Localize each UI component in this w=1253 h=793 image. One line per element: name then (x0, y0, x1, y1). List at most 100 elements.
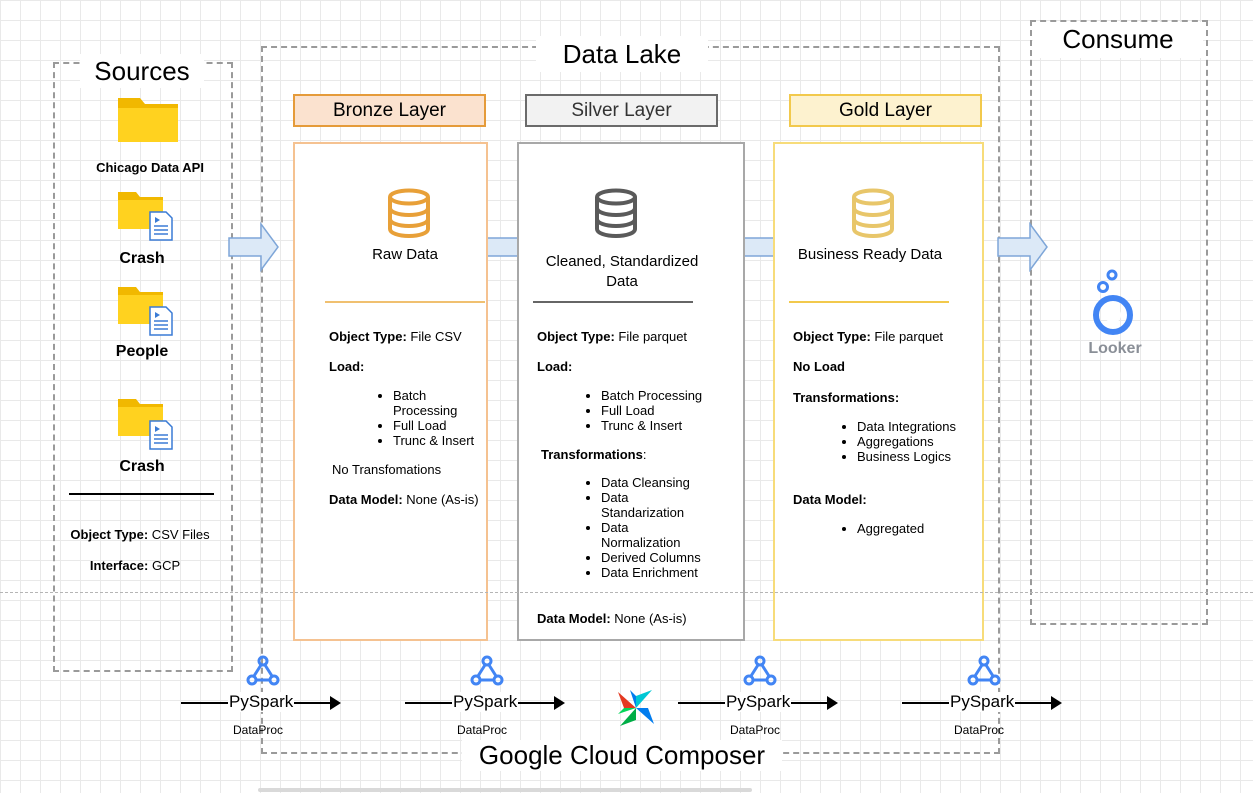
label: Data Model: (537, 611, 611, 626)
folder-doc-icon (118, 192, 173, 241)
gold-divider (789, 301, 949, 303)
dataproc-icon (470, 655, 504, 686)
bronze-data-model: Data Model: None (As-is) (329, 492, 479, 507)
looker-icon (1093, 269, 1133, 335)
arrowhead (827, 696, 838, 710)
database-icon (388, 188, 430, 239)
source-item-crash-2: Crash (119, 458, 165, 475)
list-item: Data Enrichment (601, 565, 741, 580)
folder-doc-icon (118, 287, 173, 336)
label: Interface: (89, 558, 149, 573)
label: Object Type: (329, 329, 407, 344)
dataproc-label: DataProc (457, 723, 508, 737)
orchestrator-title: Google Cloud Composer (462, 740, 782, 771)
label: Object Type: (70, 527, 149, 542)
arrowhead (1051, 696, 1062, 710)
source-item-people: People (115, 343, 169, 360)
source-item-chicago-data-api: Chicago Data API (96, 160, 204, 175)
value: File CSV (406, 329, 462, 344)
gold-model-list: Aggregated (839, 521, 987, 536)
dataproc-label: DataProc (730, 723, 781, 737)
arrowhead (330, 696, 341, 710)
value: None (As-is) (402, 492, 479, 507)
gold-layer-box (773, 142, 984, 641)
arrowhead (554, 696, 565, 710)
list-item: Full Load (601, 403, 741, 418)
silver-divider (533, 301, 693, 303)
sources-interface: Interface: GCP (60, 558, 210, 573)
pyspark-label: PySpark (949, 692, 1016, 712)
list-item: Batch Processing (601, 388, 741, 403)
list-item: Data Cleansing (601, 475, 741, 490)
bronze-divider (325, 301, 485, 303)
bronze-layer-header: Bronze Layer (293, 94, 486, 127)
dataproc-label: DataProc (954, 723, 1005, 737)
horizontal-scrollbar[interactable] (258, 788, 752, 792)
value: None (As-is) (610, 611, 687, 626)
folder-icon (118, 98, 178, 142)
dataproc-icon (743, 655, 777, 686)
value: File parquet (614, 329, 688, 344)
list-item: Trunc & Insert (601, 418, 741, 433)
silver-data-model: Data Model: None (As-is) (537, 611, 687, 626)
label: Object Type: (537, 329, 615, 344)
looker-label: Looker (1088, 340, 1142, 357)
value: CSV Files (148, 527, 210, 542)
list-item: Data Integrations (857, 419, 987, 434)
silver-load-label: Load: (537, 359, 573, 374)
database-icon (595, 188, 637, 239)
data-lake-title: Data Lake (536, 36, 708, 72)
dataproc-label: DataProc (233, 723, 284, 737)
sources-divider (69, 493, 214, 495)
pyspark-label: PySpark (228, 692, 295, 712)
list-item: Data Normalization (601, 520, 691, 550)
bronze-caption: Raw Data (372, 246, 438, 263)
flow-arrow-gold-to-consume (997, 222, 1048, 272)
source-item-crash: Crash (119, 250, 165, 267)
sources-object-type: Object Type: CSV Files (60, 527, 220, 542)
silver-layer-header: Silver Layer (525, 94, 718, 127)
list-item: Aggregations (857, 434, 987, 449)
list-item: Derived Columns (601, 550, 741, 565)
consume-title: Consume (1033, 22, 1203, 58)
value: File parquet (870, 329, 944, 344)
label: Data Model: (329, 492, 403, 507)
sources-title: Sources (80, 54, 204, 88)
bronze-object-type: Object Type: File CSV (329, 329, 462, 344)
guide-line (0, 592, 1253, 593)
pyspark-label: PySpark (725, 692, 792, 712)
gold-caption: Business Ready Data (797, 246, 943, 263)
bronze-load-list: Batch Processing Full Load Trunc & Inser… (375, 388, 493, 448)
gold-transformations-label: Transformations: (793, 390, 900, 405)
silver-caption: Cleaned, Standardized Data (545, 253, 699, 290)
silver-transform-list: Data Cleansing Data Standarization Data … (583, 475, 741, 580)
gold-transform-list: Data Integrations Aggregations Business … (839, 419, 987, 464)
dataproc-icon (246, 655, 280, 686)
list-item: Full Load (393, 418, 493, 433)
sources-container (53, 62, 233, 672)
consume-container (1030, 20, 1208, 625)
bronze-load-label: Load: (329, 359, 365, 374)
gold-data-model-label: Data Model: (793, 492, 867, 507)
list-item: Batch Processing (393, 388, 493, 418)
silver-object-type: Object Type: File parquet (537, 329, 687, 344)
label: Object Type: (793, 329, 871, 344)
list-item: Data Standarization (601, 490, 691, 520)
bronze-transformations: No Transfomations (332, 462, 442, 477)
label: Transformations (541, 447, 643, 462)
flow-arrow-sources-to-bronze (228, 222, 279, 272)
list-item: Aggregated (857, 521, 987, 536)
suffix: : (642, 447, 647, 462)
value: GCP (148, 558, 181, 573)
gold-load: No Load (793, 359, 845, 374)
database-icon (852, 188, 894, 239)
folder-doc-icon (118, 399, 173, 450)
pyspark-label: PySpark (452, 692, 519, 712)
gold-layer-header: Gold Layer (789, 94, 982, 127)
dataproc-icon (967, 655, 1001, 686)
airflow-icon (618, 690, 654, 726)
silver-transformations-label: Transformations: (541, 447, 646, 462)
list-item: Business Logics (857, 449, 987, 464)
silver-load-list: Batch Processing Full Load Trunc & Inser… (583, 388, 741, 433)
list-item: Trunc & Insert (393, 433, 493, 448)
